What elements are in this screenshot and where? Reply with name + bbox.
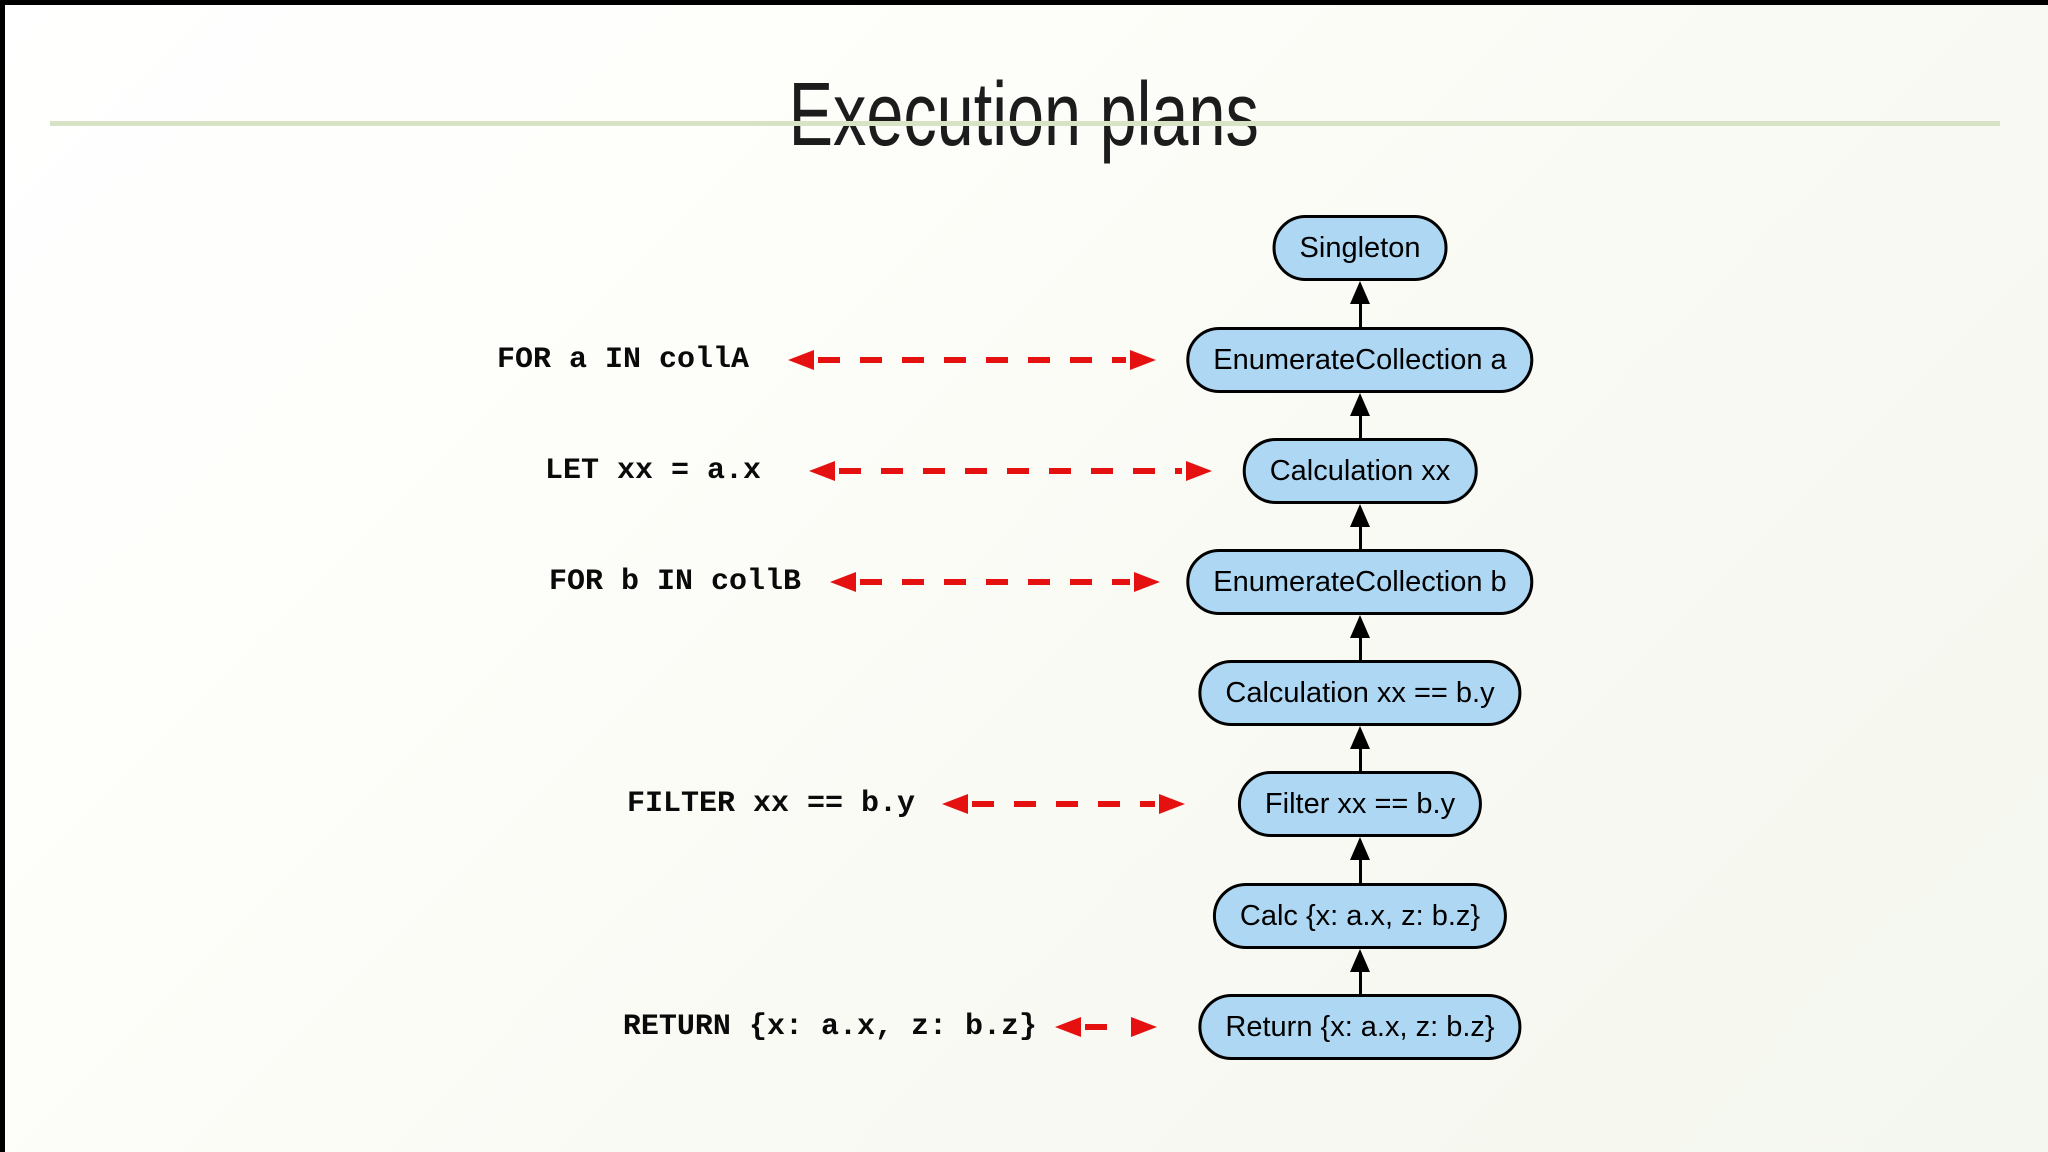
arrowhead-right-icon: [1131, 1017, 1157, 1037]
plan-node-label: Calculation xx == b.y: [1225, 676, 1495, 709]
arrowhead-up-icon: [1350, 504, 1370, 527]
plan-node-singleton: Singleton: [1272, 215, 1448, 281]
slide-title-text: Execution plans: [788, 65, 1260, 166]
flow-up-arrow-icon: [1350, 615, 1370, 662]
mapping-arrow-filter-icon: [942, 792, 1185, 816]
arrow-shaft: [1358, 963, 1362, 996]
arrow-shaft: [1358, 851, 1362, 884]
arrowhead-right-icon: [1186, 461, 1212, 481]
plan-node-label: EnumerateCollection b: [1213, 565, 1507, 598]
arrowhead-right-icon: [1134, 572, 1160, 592]
code-label-for-a: FOR a IN collA: [496, 343, 749, 377]
mapping-arrow-for-a-icon: [788, 348, 1156, 372]
arrowhead-left-icon: [809, 461, 835, 481]
code-label-filter: FILTER xx == b.y: [626, 787, 915, 821]
mapping-arrow-return-icon: [1055, 1015, 1157, 1039]
arrow-shaft: [1358, 407, 1362, 440]
code-label-let-xx: LET xx = a.x: [544, 454, 761, 488]
plan-node-calculation-xx-eq-by: Calculation xx == b.y: [1198, 660, 1522, 726]
plan-node-label: Calculation xx: [1269, 454, 1451, 487]
arrowhead-up-icon: [1350, 393, 1370, 416]
plan-node-label: Singleton: [1299, 231, 1421, 264]
arrow-shaft: [1358, 295, 1362, 328]
dashed-line: [860, 579, 1130, 585]
arrow-shaft: [1358, 629, 1362, 662]
arrowhead-up-icon: [1350, 281, 1370, 304]
dashed-line: [839, 468, 1182, 474]
mapping-arrow-let-xx-icon: [809, 459, 1212, 483]
slide-border-top: [0, 0, 2048, 5]
arrowhead-left-icon: [1055, 1017, 1081, 1037]
arrowhead-up-icon: [1350, 837, 1370, 860]
plan-node-calc: Calc {x: a.x, z: b.z}: [1212, 883, 1508, 949]
plan-node-label: Filter xx == b.y: [1264, 787, 1456, 820]
plan-node-label: Return {x: a.x, z: b.z}: [1225, 1010, 1495, 1043]
flow-up-arrow-icon: [1350, 726, 1370, 773]
code-label-for-b: FOR b IN collB: [548, 565, 801, 599]
title-underline-rule: [50, 121, 2000, 126]
flow-up-arrow-icon: [1350, 837, 1370, 884]
flow-up-arrow-icon: [1350, 393, 1370, 440]
flow-up-arrow-icon: [1350, 281, 1370, 328]
arrow-shaft: [1358, 518, 1362, 551]
plan-node-enumerate-collection-b: EnumerateCollection b: [1186, 549, 1534, 615]
dashed-line: [972, 801, 1155, 807]
flow-up-arrow-icon: [1350, 949, 1370, 996]
arrowhead-left-icon: [830, 572, 856, 592]
arrowhead-left-icon: [788, 350, 814, 370]
plan-node-filter: Filter xx == b.y: [1237, 771, 1483, 837]
arrowhead-up-icon: [1350, 726, 1370, 749]
plan-node-calculation-xx: Calculation xx: [1242, 438, 1478, 504]
slide-title: Execution plans: [0, 64, 2048, 168]
arrowhead-left-icon: [942, 794, 968, 814]
dashed-line: [1085, 1024, 1127, 1030]
slide-border-left: [0, 0, 5, 1152]
arrow-shaft: [1358, 740, 1362, 773]
mapping-arrow-for-b-icon: [830, 570, 1160, 594]
plan-node-label: Calc {x: a.x, z: b.z}: [1239, 899, 1481, 932]
arrowhead-right-icon: [1159, 794, 1185, 814]
code-label-return: RETURN {x: a.x, z: b.z}: [622, 1010, 1037, 1044]
dashed-line: [818, 357, 1126, 363]
arrowhead-right-icon: [1130, 350, 1156, 370]
flow-up-arrow-icon: [1350, 504, 1370, 551]
plan-node-label: EnumerateCollection a: [1213, 343, 1507, 376]
plan-node-enumerate-collection-a: EnumerateCollection a: [1186, 327, 1534, 393]
arrowhead-up-icon: [1350, 615, 1370, 638]
plan-node-return: Return {x: a.x, z: b.z}: [1198, 994, 1522, 1060]
arrowhead-up-icon: [1350, 949, 1370, 972]
